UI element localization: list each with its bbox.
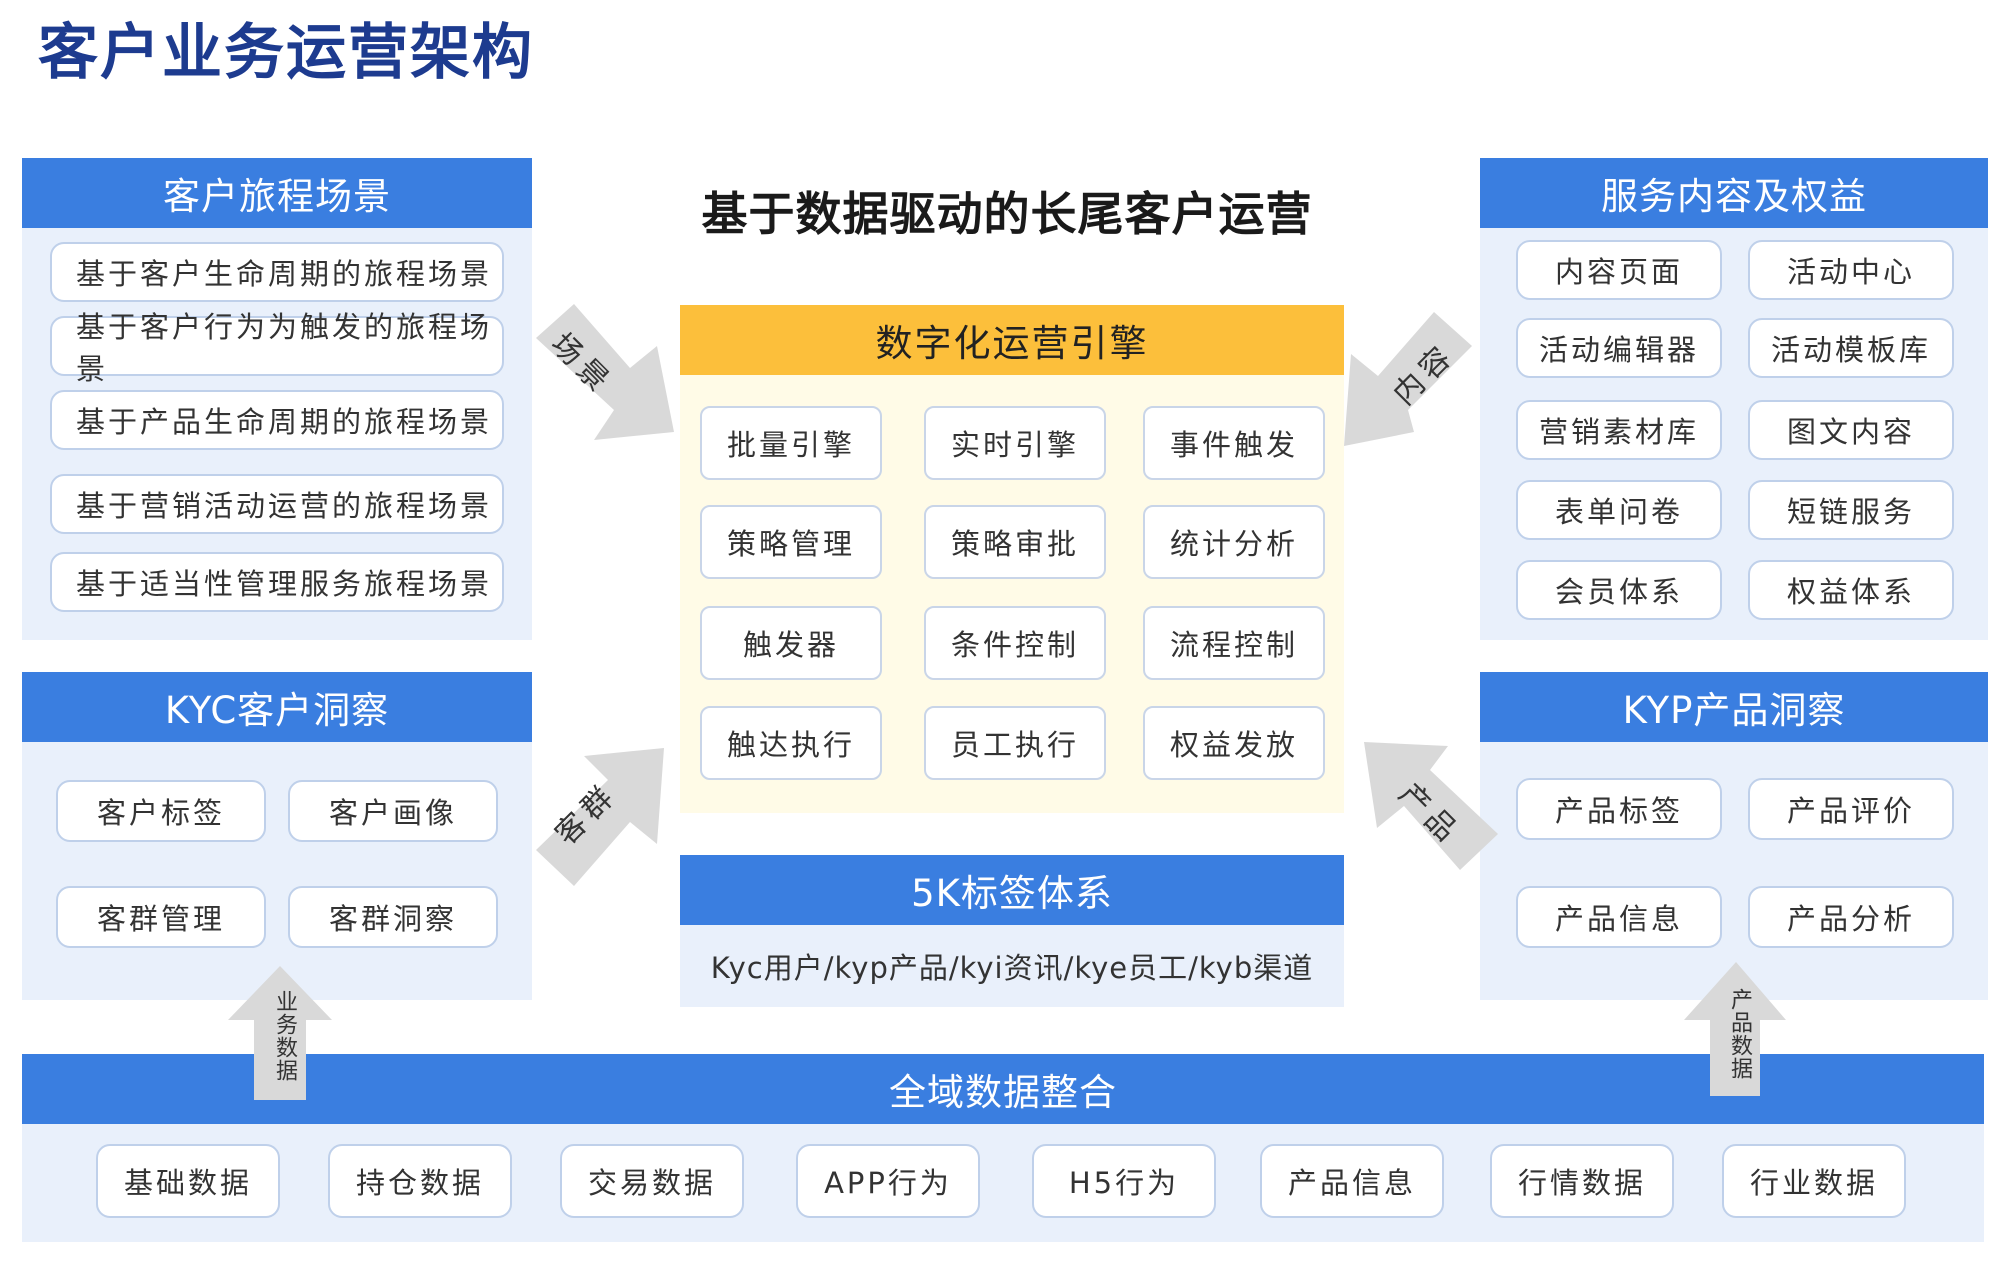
- service-item[interactable]: 内容页面: [1516, 240, 1722, 300]
- data-integration-header: 全域数据整合: [22, 1054, 1984, 1124]
- journey-item[interactable]: 基于营销活动运营的旅程场景: [50, 474, 504, 534]
- service-item[interactable]: 营销素材库: [1516, 400, 1722, 460]
- service-item[interactable]: 短链服务: [1748, 480, 1954, 540]
- engine-panel: 数字化运营引擎 批量引擎 实时引擎 事件触发 策略管理 策略审批 统计分析 触发…: [680, 305, 1344, 813]
- service-item[interactable]: 图文内容: [1748, 400, 1954, 460]
- service-item[interactable]: 活动编辑器: [1516, 318, 1722, 378]
- main-title: 基于数据驱动的长尾客户运营: [701, 187, 1313, 241]
- tags-panel: 5K标签体系 Kyc用户/kyp产品/kyi资讯/kye员工/kyb渠道: [680, 855, 1344, 1007]
- kyp-item[interactable]: 产品分析: [1748, 886, 1954, 948]
- engine-item[interactable]: 触达执行: [700, 706, 882, 780]
- data-item[interactable]: 产品信息: [1260, 1144, 1444, 1218]
- data-item[interactable]: 行业数据: [1722, 1144, 1906, 1218]
- engine-item[interactable]: 批量引擎: [700, 406, 882, 480]
- journey-item[interactable]: 基于客户生命周期的旅程场景: [50, 242, 504, 302]
- data-item[interactable]: 持仓数据: [328, 1144, 512, 1218]
- service-item[interactable]: 表单问卷: [1516, 480, 1722, 540]
- page-title: 客户业务运营架构: [38, 18, 534, 88]
- kyp-item[interactable]: 产品标签: [1516, 778, 1722, 840]
- kyp-panel: KYP产品洞察 产品标签 产品评价 产品信息 产品分析: [1480, 672, 1988, 1000]
- journey-item[interactable]: 基于产品生命周期的旅程场景: [50, 390, 504, 450]
- journey-item[interactable]: 基于适当性管理服务旅程场景: [50, 552, 504, 612]
- engine-item[interactable]: 策略管理: [700, 505, 882, 579]
- data-integration-panel: 全域数据整合 基础数据 持仓数据 交易数据 APP行为 H5行为 产品信息 行情…: [22, 1054, 1984, 1242]
- tags-body: Kyc用户/kyp产品/kyi资讯/kye员工/kyb渠道: [680, 925, 1344, 1007]
- kyc-item[interactable]: 客户画像: [288, 780, 498, 842]
- engine-item[interactable]: 权益发放: [1143, 706, 1325, 780]
- data-item[interactable]: APP行为: [796, 1144, 980, 1218]
- engine-item[interactable]: 实时引擎: [924, 406, 1106, 480]
- business-data-arrow-label: 业务数据: [272, 990, 297, 1082]
- service-panel: 服务内容及权益 内容页面 活动中心 活动编辑器 活动模板库 营销素材库 图文内容…: [1480, 158, 1988, 640]
- engine-item[interactable]: 员工执行: [924, 706, 1106, 780]
- service-item[interactable]: 权益体系: [1748, 560, 1954, 620]
- journey-header: 客户旅程场景: [22, 158, 532, 228]
- engine-item[interactable]: 流程控制: [1143, 606, 1325, 680]
- service-header: 服务内容及权益: [1480, 158, 1988, 228]
- service-item[interactable]: 活动中心: [1748, 240, 1954, 300]
- service-item[interactable]: 会员体系: [1516, 560, 1722, 620]
- kyc-item[interactable]: 客群洞察: [288, 886, 498, 948]
- kyc-panel: KYC客户洞察 客户标签 客户画像 客群管理 客群洞察: [22, 672, 532, 1000]
- kyc-item[interactable]: 客群管理: [56, 886, 266, 948]
- engine-header: 数字化运营引擎: [680, 305, 1344, 375]
- data-item[interactable]: 基础数据: [96, 1144, 280, 1218]
- engine-item[interactable]: 策略审批: [924, 505, 1106, 579]
- kyp-header: KYP产品洞察: [1480, 672, 1988, 742]
- service-item[interactable]: 活动模板库: [1748, 318, 1954, 378]
- data-item[interactable]: 交易数据: [560, 1144, 744, 1218]
- data-item[interactable]: 行情数据: [1490, 1144, 1674, 1218]
- product-arrow-label: 产品: [1391, 776, 1468, 853]
- kyp-item[interactable]: 产品评价: [1748, 778, 1954, 840]
- kyc-header: KYC客户洞察: [22, 672, 532, 742]
- scene-arrow-label: 场景: [543, 326, 620, 403]
- kyp-item[interactable]: 产品信息: [1516, 886, 1722, 948]
- engine-item[interactable]: 事件触发: [1143, 406, 1325, 480]
- journey-item[interactable]: 基于客户行为为触发的旅程场景: [50, 310, 504, 386]
- segment-arrow-label: 客群: [548, 776, 625, 853]
- engine-item[interactable]: 触发器: [700, 606, 882, 680]
- kyc-item[interactable]: 客户标签: [56, 780, 266, 842]
- engine-item[interactable]: 统计分析: [1143, 505, 1325, 579]
- content-arrow-label: 内容: [1386, 336, 1463, 413]
- data-item[interactable]: H5行为: [1032, 1144, 1216, 1218]
- engine-item[interactable]: 条件控制: [924, 606, 1106, 680]
- product-data-arrow-label: 产品数据: [1727, 988, 1752, 1080]
- tags-header: 5K标签体系: [680, 855, 1344, 925]
- journey-panel: 客户旅程场景 基于客户生命周期的旅程场景 基于客户行为为触发的旅程场景 基于产品…: [22, 158, 532, 640]
